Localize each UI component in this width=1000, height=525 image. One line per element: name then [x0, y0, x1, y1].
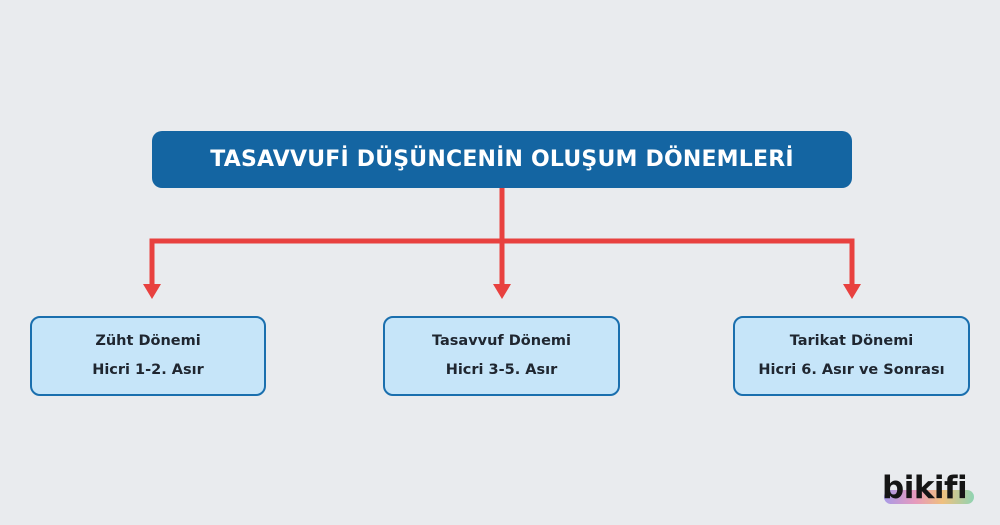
- period-box-tarikat: Tarikat Dönemi Hicri 6. Asır ve Sonrası: [733, 316, 970, 396]
- period-name: Tarikat Dönemi: [789, 333, 914, 349]
- period-era: Hicri 6. Asır ve Sonrası: [758, 362, 945, 378]
- logo-underline: [884, 490, 974, 504]
- period-name: Tasavvuf Dönemi: [431, 333, 572, 349]
- diagram-title: TASAVVUFİ DÜŞÜNCENİN OLUŞUM DÖNEMLERİ: [152, 131, 852, 188]
- period-name: Züht Dönemi: [95, 333, 201, 349]
- period-era: Hicri 3-5. Asır: [445, 362, 558, 378]
- period-box-zuht: Züht Dönemi Hicri 1-2. Asır: [30, 316, 266, 396]
- bikifi-logo: bikifi: [882, 470, 968, 506]
- arrowhead-left: [143, 284, 161, 299]
- period-box-tasavvuf: Tasavvuf Dönemi Hicri 3-5. Asır: [383, 316, 620, 396]
- arrowhead-right: [843, 284, 861, 299]
- period-era: Hicri 1-2. Asır: [92, 362, 204, 378]
- arrowhead-center: [493, 284, 511, 299]
